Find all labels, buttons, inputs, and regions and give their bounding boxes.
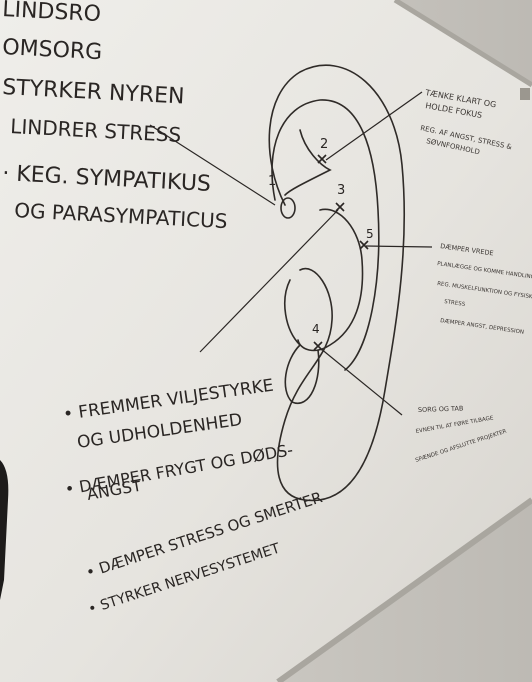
ear-point-1-circle <box>280 197 296 219</box>
point-number-2: 2 <box>320 137 328 152</box>
point4-note-line-1: SORG OG TAB <box>418 404 464 414</box>
line-point2-to-note <box>325 91 423 161</box>
line-point5-to-note <box>365 245 433 248</box>
ear-lobe-inner <box>284 279 320 405</box>
whiteboard-frame-top <box>393 0 532 88</box>
left-note-2: OMSORG <box>2 35 103 65</box>
point-5-marker <box>359 240 369 250</box>
line-point3-to-bottom <box>199 209 339 353</box>
point-number-3: 3 <box>337 183 345 198</box>
point-number-4: 4 <box>312 322 320 336</box>
marker-tray <box>520 88 530 100</box>
leader-lines <box>149 91 433 416</box>
point-3-marker <box>335 202 345 212</box>
line-point4-to-note <box>319 347 403 416</box>
left-note-1: LINDSRO <box>2 0 102 27</box>
ear-concha <box>297 208 364 352</box>
line-left-to-ear <box>149 124 276 206</box>
ear-point-numbers: 1 2 3 5 4 <box>268 137 374 336</box>
point5-note-line-4: STRESS <box>444 299 466 308</box>
dark-object <box>0 460 9 600</box>
point-number-1: 1 <box>268 174 276 189</box>
ear-inner-helix <box>271 99 380 371</box>
ear-drawing <box>268 64 406 502</box>
ear-antihelix <box>284 129 332 196</box>
point-2-marker <box>317 154 327 164</box>
point-number-5: 5 <box>366 227 374 241</box>
whiteboard-frame-bottom <box>276 497 532 682</box>
